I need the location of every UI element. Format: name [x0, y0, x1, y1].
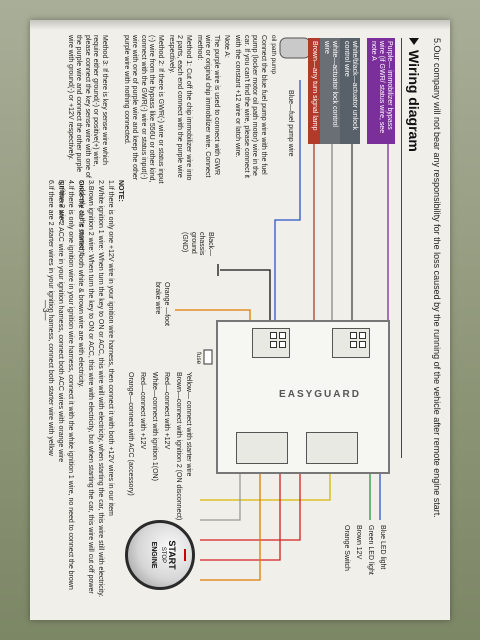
button-start-label: START — [167, 540, 177, 570]
note-6: 6.If there are 2 starter wires in your i… — [47, 180, 54, 456]
brown-12v-label: Brown 12V — [355, 525, 362, 560]
pin — [279, 341, 286, 348]
orange-brake-wire — [175, 309, 251, 320]
pin — [359, 341, 366, 348]
orange-acc-label: Orange—connect with ACC (accessory) — [127, 372, 134, 496]
blue-wire — [274, 80, 301, 320]
note-a-title: Note A: — [223, 35, 230, 58]
red-wire-2 — [200, 470, 281, 561]
black-wire — [220, 269, 271, 320]
fuse-label: fuse — [195, 352, 202, 365]
page-number: —3— — [41, 300, 50, 321]
orange-brake-label: Orange —foot brake wire — [154, 282, 171, 326]
purple-label: Purple— immobilizer bypass wire (if GWR/… — [367, 38, 395, 144]
connector-1 — [332, 328, 370, 358]
method-1: Method 1: Cut off the chip immobilizer w… — [168, 35, 192, 181]
blue-led-label: Blue LED light — [379, 525, 386, 570]
blue-description: Connect the blue fuel pump wire with the… — [234, 35, 268, 178]
notes-title: NOTE: — [117, 180, 124, 202]
pin — [279, 332, 286, 339]
red-wire-1 — [200, 470, 301, 541]
pin — [350, 341, 357, 348]
orange-switch-label: Orange Switch — [343, 525, 350, 571]
white-label: white—actuator lock control wire — [320, 38, 340, 144]
yellow-wire — [200, 470, 331, 501]
white-ign1-label: White—connect with ignition 1(ON) — [151, 372, 158, 481]
control-module: EASYGUARD — [216, 320, 390, 474]
note-2: 2.White ignition 1 wire: When turn the k… — [97, 180, 104, 598]
orange-acc-wire — [200, 470, 261, 581]
pin — [270, 332, 277, 339]
note-5: 5.If there are 2 ACC wire in your igniti… — [57, 180, 64, 463]
manual-page: 5.Our company will not bear any responsi… — [30, 20, 450, 620]
button-engine-label: ENGINE — [150, 541, 157, 569]
module-brand: EASYGUARD — [279, 389, 361, 400]
white-black-label: white/black—actuator unlock control wire — [340, 38, 360, 144]
red2-label: Red—connect with +12V — [139, 372, 146, 450]
wiring-lines — [175, 37, 389, 581]
method-2: Method 2: If there is GWR(-) wire or sta… — [123, 35, 164, 184]
oil-pump-icon — [279, 37, 311, 59]
yellow-label: Yellow— connect with starter wire — [185, 372, 192, 477]
fuse-icon — [203, 349, 213, 365]
brown-ign2-label: Brown—connect with ignition 2 (ON discon… — [175, 372, 182, 521]
method-3: Method 3: If there is key sense wire whi… — [67, 35, 108, 178]
connector-4 — [236, 432, 288, 464]
oil-path-label: oil path pump — [270, 35, 277, 75]
pin — [270, 341, 277, 348]
button-stop-label: STOP — [160, 546, 166, 564]
connector-3 — [306, 432, 358, 464]
pin — [359, 332, 366, 339]
button-indicator — [184, 549, 186, 561]
red-label: Red—connect with +12V — [163, 372, 170, 450]
black-label: Black— chassis ground (GND) — [181, 232, 215, 257]
pin — [350, 332, 357, 339]
white-ign-wire — [200, 470, 241, 521]
start-stop-button-graphic: START STOP ENGINE — [125, 520, 195, 590]
brown-label: Brown—any turn signal lamp — [308, 38, 320, 144]
green-led-label: Green LED light — [367, 525, 374, 575]
note-1: 1.If there is only one +12V wire in your… — [107, 180, 114, 516]
note-a-text: The purple wire is used to connect with … — [196, 35, 220, 178]
note-3b: Once the car is started, both white & br… — [77, 180, 84, 388]
blue-label: Blue—fuel pump wire — [287, 90, 294, 157]
connector-2 — [252, 328, 290, 358]
